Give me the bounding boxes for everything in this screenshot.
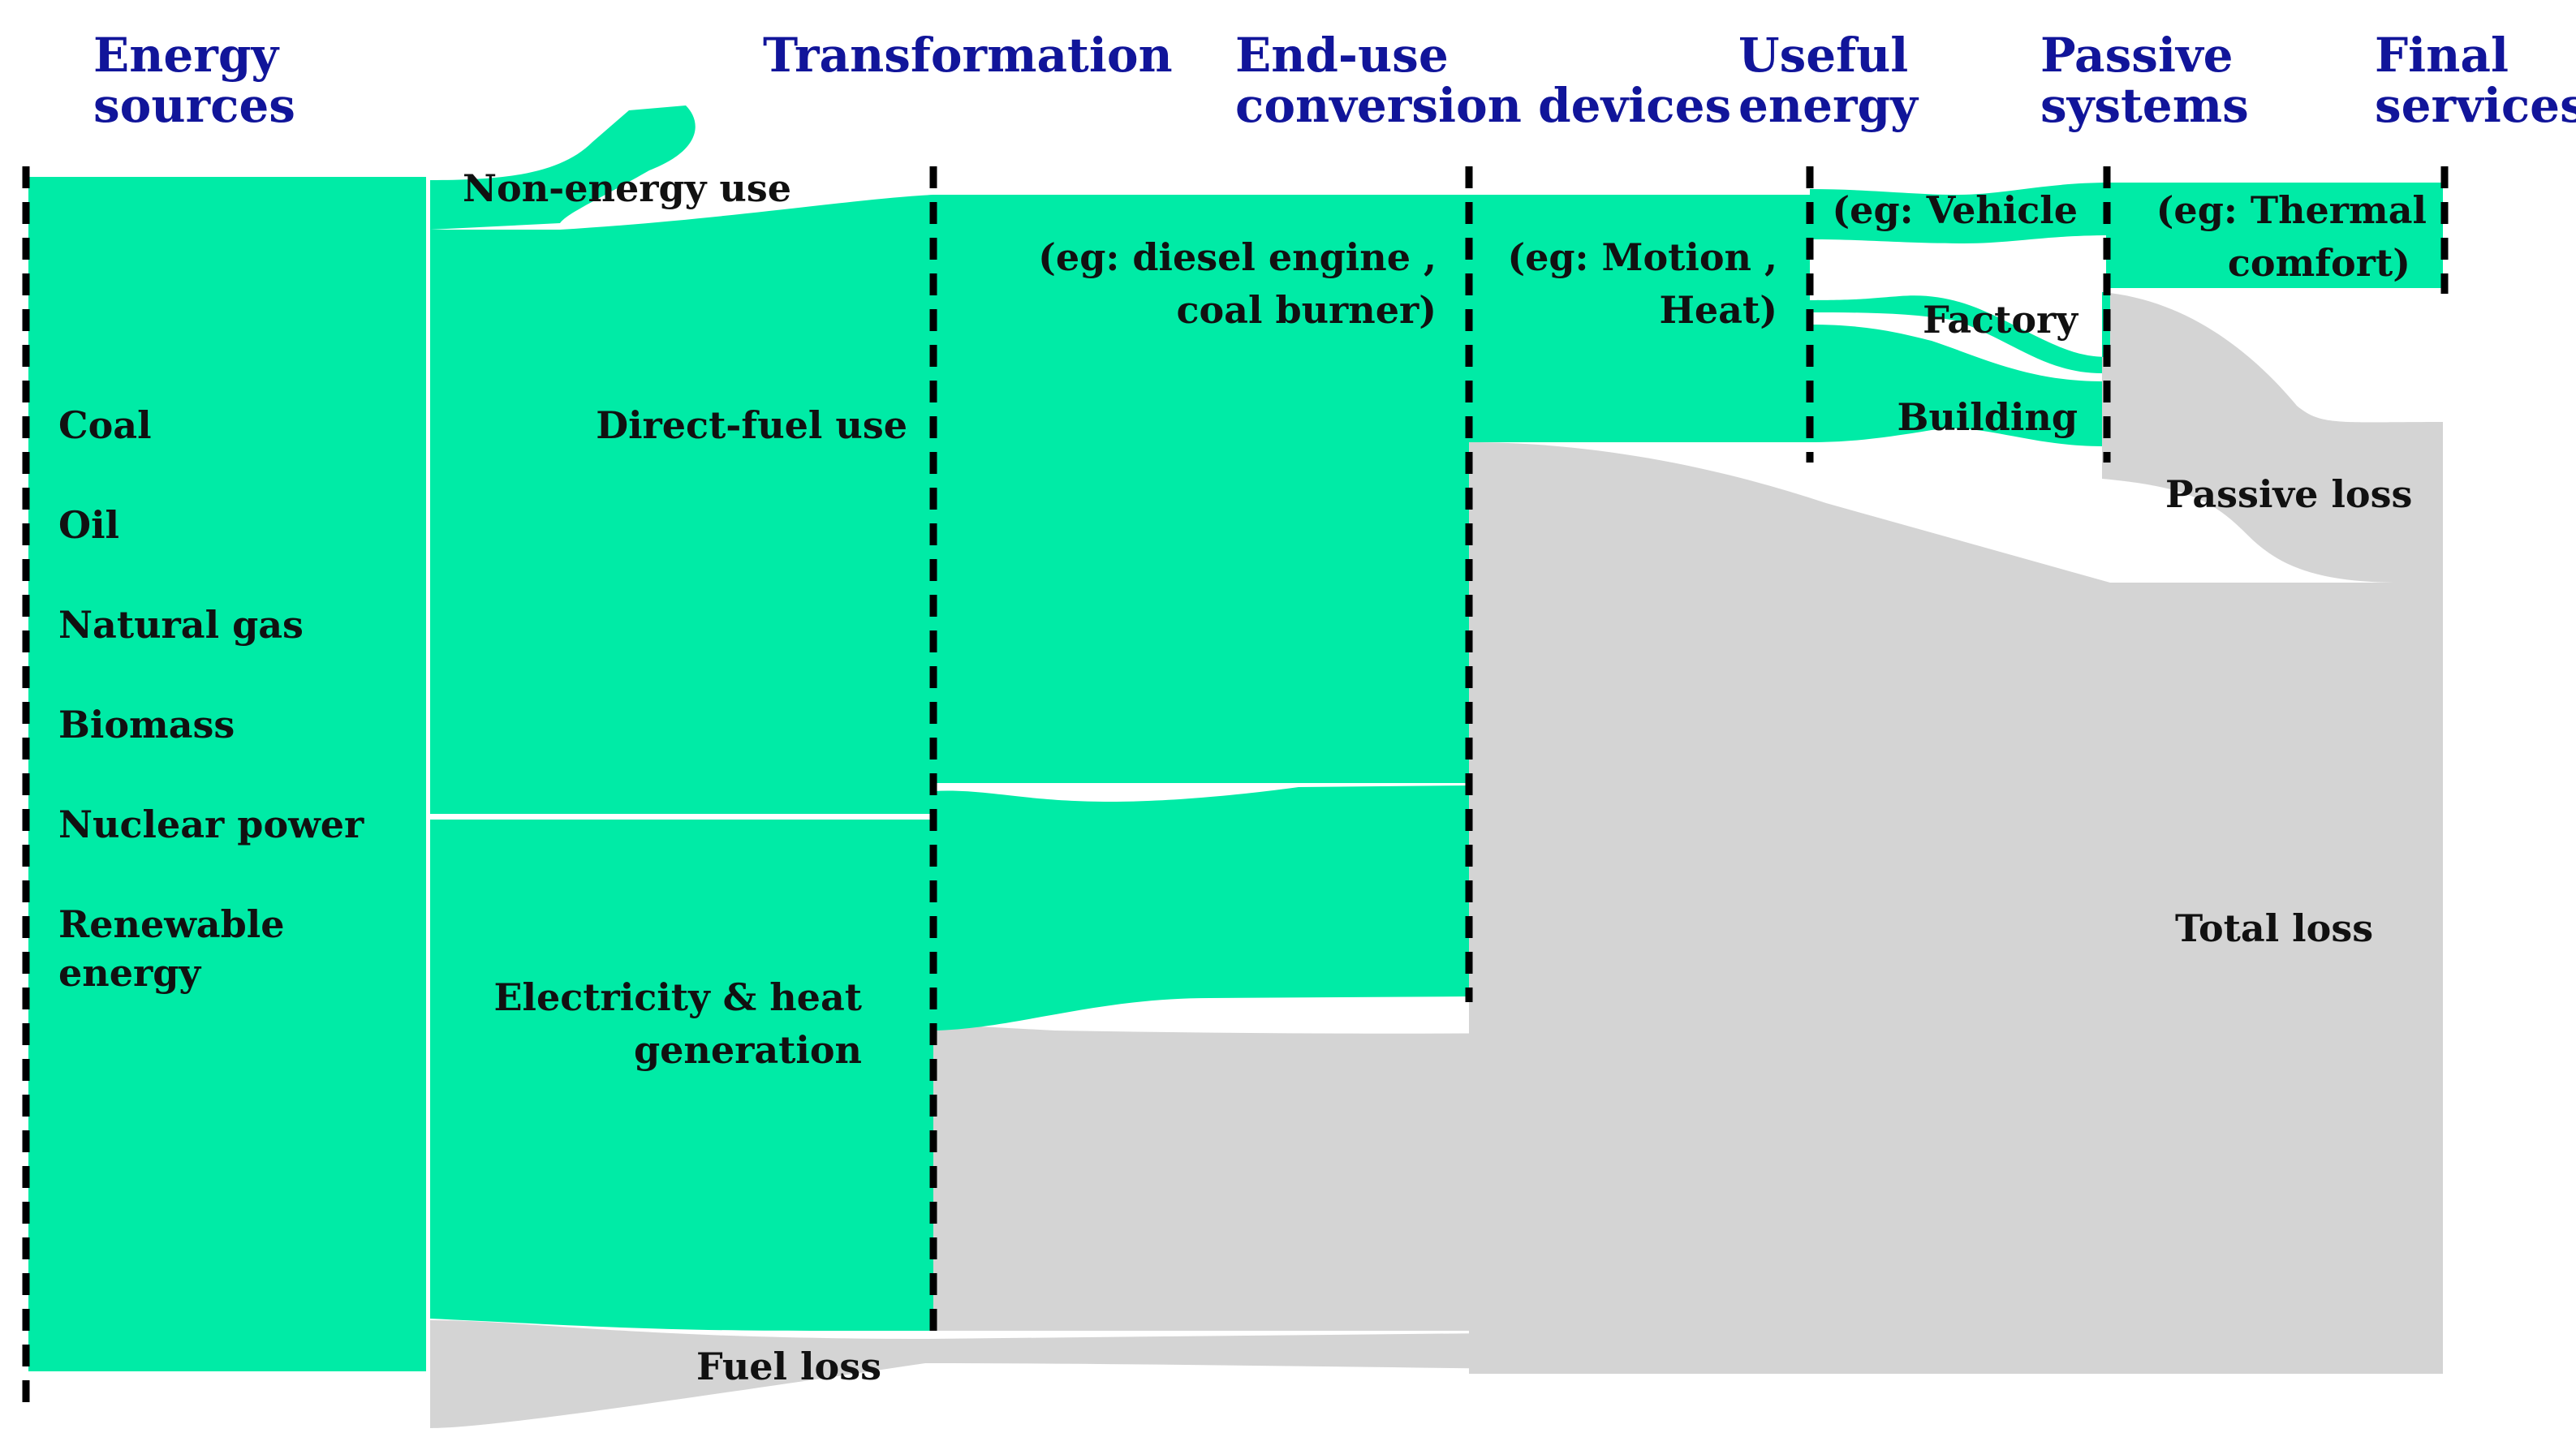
useful-energy-flow (1469, 195, 1810, 442)
header-end-use-line1: End-use (1235, 28, 1449, 83)
header-transformation: Transformation (763, 28, 1173, 83)
end-use-direct-flow (933, 195, 1469, 783)
loss-labels: Fuel loss Passive loss Total loss (696, 472, 2412, 1388)
header-energy-sources-line2: sources (93, 78, 295, 133)
non-energy-flow (430, 105, 696, 230)
passive-factory-flow (1810, 292, 2110, 373)
source-nuclear-power: Nuclear power (58, 803, 364, 846)
end-use-electric-flow (933, 785, 1469, 1031)
final-service-labels: (eg: Thermal comfort) (2156, 188, 2427, 285)
passive-loss-flow (2102, 292, 2443, 583)
passive-vehicle-flow (1810, 183, 2110, 243)
passive-system-labels: (eg: Vehicle Factory Building (1832, 188, 2078, 439)
label-final-example-line1: (eg: Thermal (2156, 188, 2427, 232)
label-useful-example-line2: Heat) (1659, 288, 1777, 332)
label-useful-example-line1: (eg: Motion , (1507, 235, 1777, 279)
label-passive-building: Building (1897, 395, 2078, 439)
label-electricity-line1: Electricity & heat (493, 975, 862, 1019)
label-passive-factory: Factory (1923, 298, 2078, 342)
label-end-use-example-line1: (eg: diesel engine , (1038, 235, 1437, 279)
electricity-flow (430, 820, 933, 1331)
label-passive-vehicle: (eg: Vehicle (1832, 188, 2078, 232)
energy-source-list: Coal Oil Natural gas Biomass Nuclear pow… (58, 403, 364, 995)
source-biomass: Biomass (58, 703, 235, 747)
main-flows (28, 105, 2443, 1371)
energy-sources-block (28, 177, 426, 1371)
source-renewable-line1: Renewable (58, 902, 285, 946)
label-direct-fuel-use: Direct-fuel use (596, 403, 907, 447)
transformation-labels: Non-energy use Direct-fuel use Electrici… (463, 166, 907, 1072)
header-energy-sources-line1: Energy (93, 28, 280, 83)
label-electricity-line2: generation (634, 1028, 862, 1072)
label-total-loss: Total loss (2175, 906, 2373, 950)
header-final-line1: Final (2375, 28, 2509, 83)
stage-dividers (22, 166, 2449, 1408)
label-fuel-loss: Fuel loss (696, 1345, 881, 1388)
end-use-labels: (eg: diesel engine , coal burner) (1038, 235, 1437, 332)
stage-headers: Energy sources Transformation End-use co… (93, 28, 2576, 133)
label-non-energy-use: Non-energy use (463, 166, 791, 210)
header-useful-line1: Useful (1738, 28, 1908, 83)
end-use-loss-flow (1469, 442, 2443, 1374)
label-end-use-example-line2: coal burner) (1176, 288, 1437, 332)
label-passive-loss: Passive loss (2165, 472, 2412, 516)
source-coal: Coal (58, 403, 152, 447)
useful-energy-labels: (eg: Motion , Heat) (1507, 235, 1777, 332)
source-natural-gas: Natural gas (58, 603, 304, 647)
header-end-use-line2: conversion devices (1235, 78, 1731, 133)
source-oil: Oil (58, 503, 119, 547)
passive-building-flow (1810, 325, 2102, 446)
loss-flows (430, 292, 2443, 1428)
label-final-example-line2: comfort) (2228, 241, 2410, 285)
header-useful-line2: energy (1738, 78, 1919, 133)
header-final-line2: services (2375, 78, 2576, 133)
header-passive-line2: systems (2040, 78, 2249, 133)
header-passive-line1: Passive (2040, 28, 2234, 83)
final-services-flow (2106, 183, 2443, 288)
source-renewable-line2: energy (58, 951, 201, 995)
direct-fuel-flow (430, 195, 933, 814)
